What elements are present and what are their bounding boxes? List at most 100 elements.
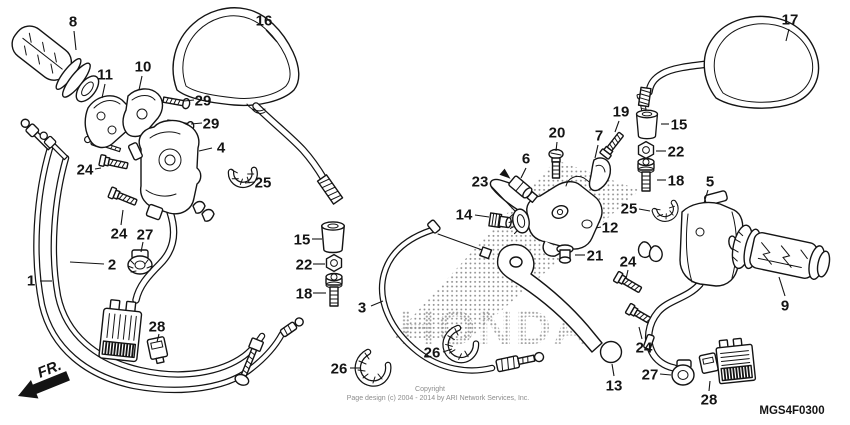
- part-callout-17[interactable]: 17: [782, 12, 799, 29]
- callout-leader-17: [785, 28, 790, 42]
- part-callout-8[interactable]: 8: [69, 14, 77, 31]
- part-callout-4[interactable]: 4: [217, 140, 226, 157]
- part-callout-18[interactable]: 18: [668, 173, 685, 190]
- part-callout-5[interactable]: 5: [706, 174, 714, 191]
- part-callout-20[interactable]: 20: [549, 125, 566, 142]
- grommet-27-left: [127, 249, 153, 275]
- callout-leader-9: [778, 276, 786, 297]
- callout-leader-14: [474, 214, 490, 218]
- callout-leader-8: [73, 30, 77, 51]
- cable-adjuster-lower: [234, 337, 264, 386]
- part-callout-29[interactable]: 29: [203, 116, 220, 133]
- callout-leader-12: [595, 226, 602, 229]
- part-callout-13[interactable]: 13: [606, 378, 623, 395]
- mirror-right: [703, 15, 820, 109]
- part-callout-28[interactable]: 28: [149, 319, 166, 336]
- callout-leader-24: [625, 269, 629, 280]
- bolt-19: [598, 129, 627, 161]
- callout-leader-2: [69, 261, 105, 265]
- part-callout-14[interactable]: 14: [456, 207, 473, 224]
- part-callout-19[interactable]: 19: [613, 104, 630, 121]
- clamp-25-left: [230, 166, 256, 187]
- grommet-27-right: [671, 359, 695, 386]
- switch-housing-right-5: [679, 190, 744, 287]
- part-callout-25[interactable]: 25: [621, 201, 638, 218]
- switch-plunger-6: [499, 168, 539, 204]
- part-callout-3[interactable]: 3: [358, 300, 366, 317]
- callout-leader-11: [101, 83, 106, 99]
- part-callout-23[interactable]: 23: [472, 174, 489, 191]
- callout-leader-4: [198, 147, 213, 152]
- callout-leader-26: [442, 348, 453, 353]
- clip-26-left: [358, 352, 388, 383]
- clutch-cable-3: [378, 219, 545, 374]
- brake-lever-13: [496, 243, 623, 364]
- part-callout-27[interactable]: 27: [642, 367, 659, 384]
- part-code: MGS4F0300: [759, 405, 824, 417]
- part-callout-24[interactable]: 24: [77, 162, 94, 179]
- throttle-cable-2: [50, 154, 266, 378]
- part-callout-21[interactable]: 21: [587, 248, 604, 265]
- part-callout-29[interactable]: 29: [195, 93, 212, 110]
- part-callout-26[interactable]: 26: [331, 361, 348, 378]
- callout-leader-24: [120, 209, 124, 226]
- part-callout-24[interactable]: 24: [111, 226, 128, 243]
- screw-29-a: [161, 94, 192, 110]
- callout-leader-29: [183, 99, 195, 102]
- callout-leader-27: [659, 373, 672, 376]
- mirror-left: [172, 7, 300, 107]
- part-callout-1[interactable]: 1: [27, 273, 35, 290]
- part-callout-18[interactable]: 18: [296, 286, 313, 303]
- connector-main-right: [715, 337, 757, 385]
- grip-right-9: [731, 224, 831, 280]
- switch-assembly-left-4: [127, 119, 215, 304]
- callout-leader-24: [94, 167, 102, 170]
- part-callout-22[interactable]: 22: [668, 144, 685, 161]
- callout-leader-24: [638, 326, 643, 340]
- part-callout-7[interactable]: 7: [595, 128, 603, 145]
- connector-main-left: [98, 299, 143, 363]
- part-callout-16[interactable]: 16: [256, 13, 273, 30]
- cable-end-barrel: [279, 317, 304, 338]
- pivot-piece-7: [588, 157, 612, 192]
- part-callout-10[interactable]: 10: [135, 59, 152, 76]
- part-callout-27[interactable]: 27: [137, 227, 154, 244]
- part-callout-25[interactable]: 25: [255, 175, 272, 192]
- callout-leader-3: [370, 300, 384, 307]
- part-callout-28[interactable]: 28: [701, 392, 718, 409]
- part-callout-12[interactable]: 12: [602, 220, 619, 237]
- part-callout-24[interactable]: 24: [620, 254, 637, 271]
- part-callout-6[interactable]: 6: [522, 151, 530, 168]
- callout-leader-23: [490, 185, 516, 212]
- callout-leader-20: [555, 141, 558, 152]
- boot-15-right: [635, 109, 659, 140]
- connector-28-right: [698, 352, 719, 374]
- lever-bracket-12: [489, 175, 603, 257]
- part-callout-22[interactable]: 22: [296, 257, 313, 274]
- callout-leader-10: [138, 75, 143, 91]
- bolt-18-right: [637, 157, 655, 192]
- grip-left: [11, 25, 100, 103]
- mirror-left-stalk: [246, 102, 344, 205]
- cable-3-adjuster: [495, 351, 545, 373]
- part-callout-15[interactable]: 15: [671, 117, 688, 134]
- bolt-18-left: [325, 272, 343, 307]
- part-callout-9[interactable]: 9: [781, 298, 789, 315]
- harness-right: [643, 280, 704, 372]
- nut-22-left: [325, 253, 343, 273]
- part-callout-15[interactable]: 15: [294, 232, 311, 249]
- part-callout-11[interactable]: 11: [97, 67, 113, 84]
- callout-leader-13: [611, 363, 615, 377]
- part-callout-24[interactable]: 24: [636, 340, 653, 357]
- callout-leader-16: [265, 29, 278, 43]
- part-callout-26[interactable]: 26: [424, 345, 441, 362]
- callout-leader-5: [703, 189, 709, 204]
- callout-leader-19: [614, 120, 620, 133]
- part-callout-2[interactable]: 2: [108, 257, 116, 274]
- callout-leader-25: [244, 181, 255, 184]
- callout-leader-29: [190, 122, 203, 125]
- bolt-24-c: [612, 270, 644, 296]
- lever-ball-end: [599, 340, 623, 364]
- fr-arrow: [18, 371, 70, 399]
